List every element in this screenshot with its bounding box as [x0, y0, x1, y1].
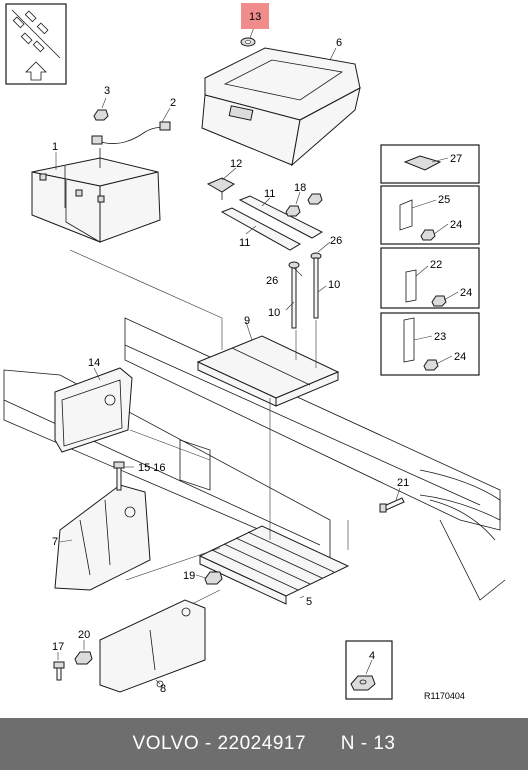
callout-24c: 24 [454, 351, 466, 363]
callout-3: 3 [104, 85, 110, 97]
reference-code: R1170404 [424, 691, 465, 701]
battery-tray [196, 335, 340, 407]
callout-7: 7 [52, 536, 58, 548]
callout-14: 14 [88, 357, 100, 369]
detail-box-4 [345, 640, 393, 700]
callout-leaders [55, 21, 459, 685]
part-number-footer: VOLVO - 22024917 N - 13 [0, 718, 528, 770]
grommet-part-13 [240, 37, 256, 47]
callout-1: 1 [52, 141, 58, 153]
callout-5: 5 [306, 596, 312, 608]
callout-12: 12 [230, 158, 242, 170]
callout-6: 6 [336, 37, 342, 49]
callout-13: 13 [249, 11, 261, 23]
bolt-17 [53, 661, 65, 681]
mounting-bracket-8 [99, 599, 206, 693]
detail-box-22-24 [380, 247, 480, 309]
side-panel [54, 367, 133, 453]
battery-support-frame [198, 525, 350, 605]
callout-25: 25 [438, 194, 450, 206]
battery-cable [91, 109, 171, 168]
callout-22: 22 [430, 259, 442, 271]
part-number-label: 22024917 [217, 733, 307, 754]
battery-cover [201, 47, 361, 167]
forward-arrow-icon [25, 61, 47, 81]
mounting-brackets [206, 177, 324, 251]
parts-diagram: 1 2 3 6 13 12 11 11 18 26 26 10 10 9 14 … [3, 3, 506, 701]
nut-20 [74, 651, 93, 665]
battery-assembly [31, 157, 161, 243]
brand-label: VOLVO [132, 733, 200, 754]
callout-18: 18 [294, 182, 306, 194]
callout-2: 2 [170, 97, 176, 109]
callout-10a: 10 [328, 279, 340, 291]
separator-label: - [199, 733, 218, 754]
callout-26b: 26 [266, 275, 278, 287]
detail-box-25-24 [380, 185, 480, 245]
assembly-guide-lines [69, 249, 349, 611]
fasteners-rods [285, 193, 323, 329]
callout-17: 17 [52, 641, 64, 653]
callout-8: 8 [160, 683, 166, 695]
detail-box-23-24 [380, 312, 480, 376]
callout-11a: 11 [264, 188, 275, 200]
callout-11b: 11 [239, 237, 250, 249]
callout-15-16: 15 16 [138, 462, 166, 474]
callout-26a: 26 [330, 235, 342, 247]
callout-24a: 24 [450, 219, 462, 231]
callout-24b: 24 [460, 287, 472, 299]
callout-19: 19 [183, 570, 195, 582]
callout-4: 4 [369, 650, 375, 662]
callout-labels: 1 2 3 6 13 12 11 11 18 26 26 10 10 9 14 … [52, 11, 472, 695]
mounting-bracket-7 [54, 484, 151, 591]
callout-21: 21 [397, 477, 409, 489]
highlight-box-13 [241, 3, 269, 29]
detail-box-27 [380, 144, 480, 184]
bolt-15-16 [113, 461, 125, 491]
callout-20: 20 [78, 629, 90, 641]
orientation-indicator [5, 3, 67, 85]
callout-23: 23 [434, 331, 446, 343]
footer-gap [306, 733, 341, 755]
position-label: N - 13 [340, 733, 396, 754]
callout-27: 27 [450, 153, 462, 165]
nut-19 [204, 571, 223, 585]
bolt-21 [379, 497, 405, 513]
callout-10b: 10 [268, 307, 280, 319]
callout-9: 9 [244, 315, 250, 327]
